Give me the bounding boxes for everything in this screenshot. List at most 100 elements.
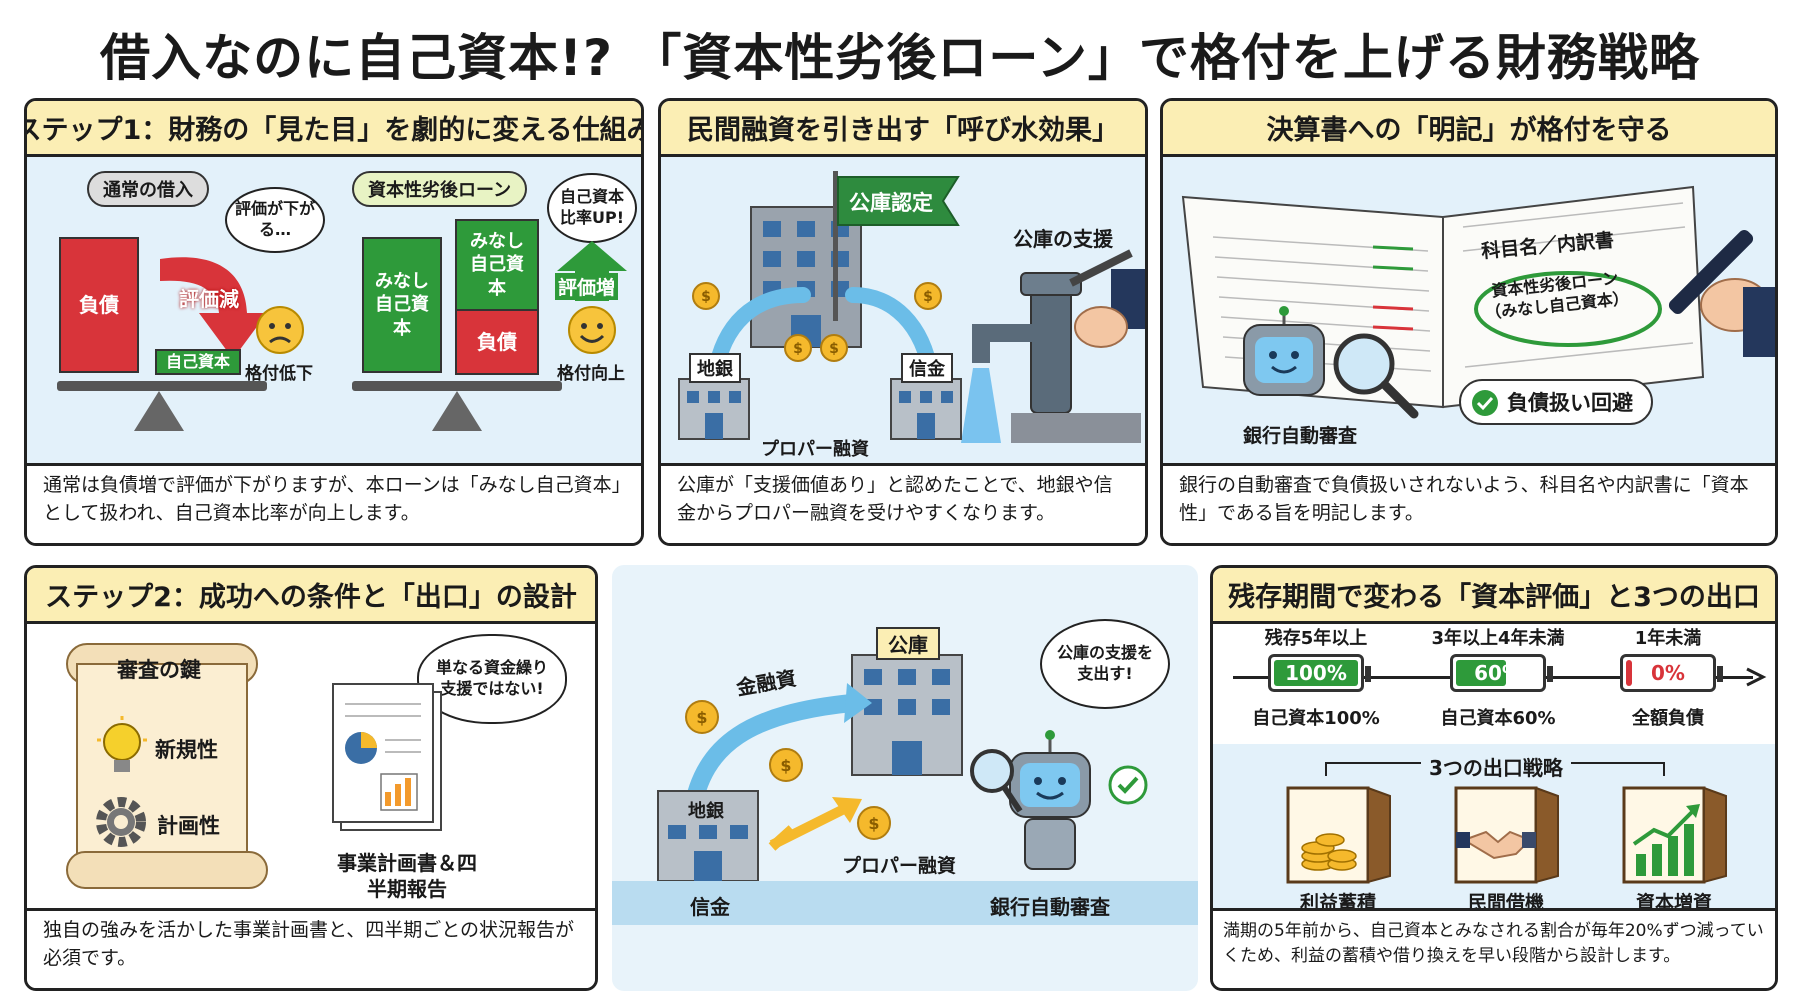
ground-strip (612, 881, 1198, 925)
battery-gauge-icon: 0% (1620, 654, 1716, 692)
blue-arrow-icon (683, 683, 872, 815)
business-plan-document-icon (332, 683, 442, 831)
panel-step1-mechanism: ステップ1：財務の「見た目」を劇的に変える仕組み 通常の借入 資本性劣後ローン … (24, 98, 644, 546)
scroll-icon (66, 643, 268, 889)
exit-item: 利益蓄積 (1273, 784, 1403, 914)
equity-bar-normal: 自己資本 (155, 349, 241, 375)
battery-terminal (1717, 666, 1723, 682)
panel-step2-conditions: ステップ2：成功への条件と「出口」の設計 審査の鍵 新規性 計画性 単なる資金繰… (24, 565, 598, 991)
period-equity-label: 自己資本60% (1440, 708, 1556, 729)
growth-chart-icon (1622, 786, 1727, 884)
battery-terminal (1365, 666, 1371, 682)
coin-icon: $ (820, 334, 848, 362)
scale-base-right (352, 381, 562, 391)
deemed-equity-bar-2: みなし自己資本 (455, 219, 539, 311)
shinkin-label: 信金 (901, 353, 953, 383)
panel-header: 決算書への「明記」が格付を守る (1163, 101, 1775, 157)
coins-icon (1286, 786, 1391, 884)
panel-illustration: 科目名／内訳書 資本性劣後ローン（みなし自己資本） 銀行自動審査 負債扱い回避 (1163, 157, 1775, 467)
period-item: 残存5年以上 100% 自己資本100% (1241, 624, 1391, 744)
battery-gauge-icon: 60% (1450, 654, 1546, 692)
coin-icon: $ (914, 282, 942, 310)
panel-illustration: 通常の借入 資本性劣後ローン 評価が下がる… 自己資本比率UP! 負債 評価減 … (27, 157, 641, 467)
rating-down-label: 格付低下 (245, 364, 313, 384)
period-label: 1年未満 (1634, 628, 1702, 649)
hand-icon (1074, 269, 1145, 348)
gear-icon (96, 797, 146, 847)
exit-item: 資本増資 (1609, 784, 1739, 914)
svg-text:$: $ (780, 756, 791, 775)
battery-percent: 100% (1285, 661, 1347, 685)
bank-auto-review-label: 銀行自動審査 (990, 895, 1110, 919)
panel-koko-flow: 公庫 金融資 $ $ $ 地銀 信金 プロパー融資 公庫の支援を支出す! 銀行自… (612, 565, 1198, 991)
battery-fill (1274, 660, 1358, 686)
shinkin-label: 信金 (690, 895, 730, 919)
subordinated-loan-label: 資本性劣後ローン (352, 171, 528, 207)
building-chigin-icon (657, 790, 759, 882)
svg-text:$: $ (829, 341, 839, 357)
review-key-title: 審査の鍵 (117, 658, 201, 682)
scale-stand-right (432, 391, 482, 431)
novelty-label: 新規性 (155, 738, 218, 762)
eval-up-label: 評価増 (555, 273, 619, 300)
svg-text:$: $ (793, 341, 803, 357)
lightbulb-icon (97, 716, 147, 772)
happy-face-icon (568, 306, 616, 354)
koko-support-label: 公庫の支援 (1013, 227, 1113, 251)
bank-auto-review-label: 銀行自動審査 (1243, 425, 1358, 447)
eval-down-label: 評価減 (179, 287, 239, 311)
coin-icon: $ (692, 282, 720, 310)
proper-loan-label: プロパー融資 (761, 439, 869, 460)
panel-caption: 銀行の自動審査で負債扱いされないよう、科目名や内訳書に「資本性」である旨を明記し… (1163, 463, 1775, 543)
magnifier-icon (1333, 333, 1419, 419)
panel-caption: 満期の5年前から、自己資本とみなされる割合が毎年20%ずつ減っていくため、利益の… (1213, 908, 1775, 988)
panel-header: 残存期間で変わる「資本評価」と3つの出口 (1213, 568, 1775, 624)
water-pump-icon (961, 249, 1141, 443)
exit-item: 民間借機 (1441, 784, 1571, 914)
panel-priming-effect: 民間融資を引き出す「呼び水効果」 公庫認定 公庫の支援 (658, 98, 1148, 546)
scale-base-left (57, 381, 267, 391)
svg-text:$: $ (923, 289, 933, 305)
panel-caption: 公庫が「支援価値あり」と認めたことで、地銀や信金からプロパー融資を受けやすくなり… (661, 463, 1145, 543)
normal-loan-label: 通常の借入 (87, 171, 209, 207)
building-shinkin-icon (890, 378, 962, 440)
sad-face-icon (256, 306, 304, 354)
building-koko-icon (851, 654, 963, 776)
koko-certified-flag-label: 公庫認定 (849, 191, 933, 215)
handshake-icon (1454, 786, 1559, 884)
battery-fill (1456, 660, 1507, 686)
period-label: 残存5年以上 (1264, 628, 1368, 649)
pen-hand-icon (1668, 229, 1775, 357)
chigin-label: 地銀 (689, 353, 741, 383)
panel-header: 民間融資を引き出す「呼び水効果」 (661, 101, 1145, 157)
coin-icon: $ (685, 700, 719, 734)
svg-text:$: $ (868, 814, 879, 833)
debt-bar-subloan: 負債 (455, 309, 539, 375)
coin-icon: $ (769, 748, 803, 782)
battery-fill (1626, 660, 1632, 686)
coin-icon: $ (784, 334, 812, 362)
exit-strategies-title: 3つの出口戦略 (1421, 752, 1571, 781)
up-arrow-icon (557, 241, 627, 301)
planning-label: 計画性 (157, 814, 220, 838)
coin-icon: $ (857, 806, 891, 840)
proper-loan-label: プロパー融資 (842, 855, 957, 877)
svg-text:$: $ (701, 289, 711, 305)
panel-illustration: 審査の鍵 新規性 計画性 単なる資金繰り支援ではない! 事業計画書＆四半期報告 (27, 624, 595, 914)
battery-gauge-icon: 100% (1268, 654, 1364, 692)
robot-icon (970, 730, 1091, 870)
speech-bubble-eval-down: 評価が下がる… (225, 187, 325, 253)
rating-up-label: 格付向上 (557, 364, 625, 384)
scale-stand-left (134, 391, 184, 431)
battery-terminal (1547, 666, 1553, 682)
timeline-arrow-icon (1746, 667, 1767, 687)
battery-percent: 0% (1651, 661, 1685, 685)
document-label: 事業計画書＆四半期報告 (337, 851, 477, 901)
battery-percent: 60% (1474, 661, 1522, 685)
koko-label: 公庫 (876, 627, 940, 660)
deemed-equity-bar-1: みなし自己資本 (362, 237, 442, 373)
period-equity-label: 自己資本100% (1252, 708, 1380, 729)
